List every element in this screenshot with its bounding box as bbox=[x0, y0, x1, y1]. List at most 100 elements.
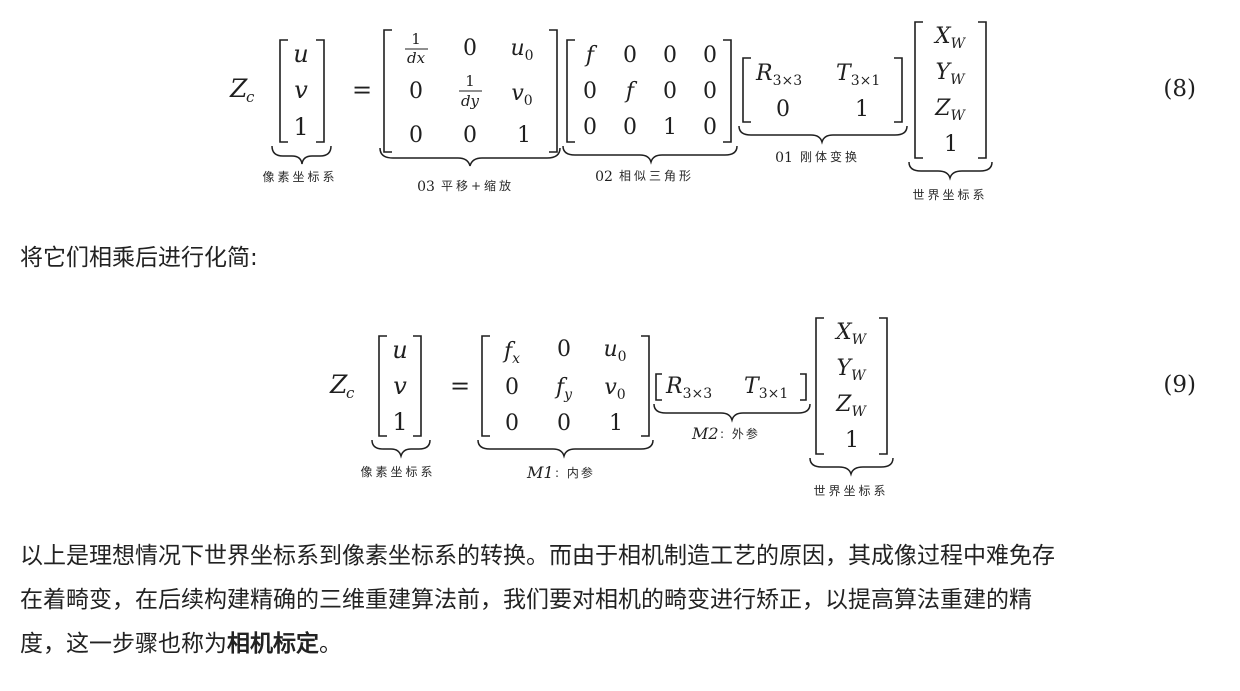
svg-text:YW: YW bbox=[936, 60, 967, 88]
m01-label-text: 刚体变换 bbox=[800, 149, 860, 164]
intro-sentence: 将它们相乘后进行化简: bbox=[20, 245, 258, 271]
m1-r0c1: 0 bbox=[557, 337, 571, 362]
lhs-coefficient: Z bbox=[229, 74, 248, 103]
svg-text:1: 1 bbox=[465, 72, 475, 90]
paragraph-line-2: 在着畸变，在后续构建精确的三维重建算法前，我们要对相机的畸变进行矫正，以提高算法… bbox=[20, 587, 1032, 613]
pixel-label: 像素坐标系 bbox=[360, 465, 435, 479]
paragraph-line-3: 度，这一步骤也称为相机标定。 bbox=[20, 622, 1220, 666]
m03-label-text: 平移+缩放 bbox=[441, 178, 514, 193]
world-label: 世界坐标系 bbox=[912, 188, 987, 202]
m02-r0c3: 0 bbox=[703, 43, 717, 68]
calibration-paragraph: 以上是理想情况下世界坐标系到像素坐标系的转换。而由于相机制造工艺的原因，其成像过… bbox=[20, 534, 1220, 666]
pixel-label: 像素坐标系 bbox=[262, 170, 337, 184]
m02-r1c0: 0 bbox=[583, 79, 597, 104]
svg-text:dy: dy bbox=[461, 92, 480, 110]
m2-label-text: : 外参 bbox=[720, 426, 760, 441]
m02-left-bracket bbox=[566, 39, 575, 143]
equation-9-formula: Z c u v 1 像素坐标系 = fx 0 u0 0 fy v0 0 0 1 … bbox=[329, 317, 1196, 498]
m1-label-text: : 内参 bbox=[555, 465, 595, 480]
svg-text:fx: fx bbox=[502, 339, 520, 367]
pixel-vector-right-bracket bbox=[316, 39, 325, 143]
m03-r1c0: 0 bbox=[409, 79, 423, 104]
equation-number: (8) bbox=[1163, 76, 1196, 102]
m1-r2c2: 1 bbox=[609, 411, 623, 436]
pixel-underbrace bbox=[371, 439, 431, 459]
m02-r2c2: 1 bbox=[663, 115, 677, 140]
m03-right-bracket bbox=[549, 29, 558, 153]
m03-label-num: 03 bbox=[417, 179, 435, 195]
m03-r2c1: 0 bbox=[463, 123, 477, 148]
world-underbrace bbox=[809, 457, 894, 477]
lhs-coefficient: Z bbox=[329, 370, 348, 399]
pixel-one: 1 bbox=[392, 408, 407, 436]
world-one: 1 bbox=[944, 132, 958, 157]
svg-text:u0: u0 bbox=[603, 337, 626, 365]
m02-r1c2: 0 bbox=[663, 79, 677, 104]
m2-underbrace bbox=[653, 403, 811, 423]
m1-r2c0: 0 bbox=[505, 411, 519, 436]
equation-9: Z c u v 1 像素坐标系 = fx 0 u0 0 fy v0 0 0 1 … bbox=[0, 300, 1240, 510]
pixel-one: 1 bbox=[293, 113, 308, 141]
m03-r2c0: 0 bbox=[409, 123, 423, 148]
pixel-underbrace bbox=[271, 145, 332, 165]
m1-label-name: M1 bbox=[526, 463, 554, 482]
m2-left-bracket bbox=[655, 373, 662, 401]
m1-r2c1: 0 bbox=[557, 411, 571, 436]
world-vector-right-bracket bbox=[879, 317, 888, 455]
m01-r1c1: 1 bbox=[855, 97, 869, 122]
m1-underbrace bbox=[477, 439, 654, 459]
m01-r1c0: 0 bbox=[776, 97, 790, 122]
m1-left-bracket bbox=[481, 335, 490, 437]
m02-r1c1: f bbox=[624, 79, 638, 104]
m03-r2c2: 1 bbox=[517, 123, 531, 148]
svg-text:YW: YW bbox=[837, 356, 868, 384]
m02-r1c3: 0 bbox=[703, 79, 717, 104]
m02-r0c0: f bbox=[584, 43, 598, 68]
m02-label-text: 相似三角形 bbox=[619, 169, 694, 183]
m1-right-bracket bbox=[641, 335, 650, 437]
m01-left-bracket bbox=[742, 57, 751, 123]
m01-right-bracket bbox=[894, 57, 903, 123]
lhs-coefficient-sub: c bbox=[246, 88, 255, 106]
svg-text:ZW: ZW bbox=[934, 96, 966, 124]
m2-right-bracket bbox=[800, 373, 807, 401]
m1-r1c0: 0 bbox=[505, 375, 519, 400]
world-vector-left-bracket bbox=[914, 21, 923, 159]
paragraph-line-1: 以上是理想情况下世界坐标系到像素坐标系的转换。而由于相机制造工艺的原因，其成像过… bbox=[20, 543, 1055, 569]
m02-right-bracket bbox=[723, 39, 732, 143]
pixel-u: u bbox=[392, 336, 407, 364]
svg-text:R3×3: R3×3 bbox=[665, 374, 712, 402]
svg-text:1: 1 bbox=[411, 30, 421, 48]
m02-r2c1: 0 bbox=[623, 115, 637, 140]
pixel-u: u bbox=[293, 40, 308, 68]
pixel-vector-left-bracket bbox=[279, 39, 288, 143]
world-vector-left-bracket bbox=[815, 317, 824, 455]
svg-text:R3×3: R3×3 bbox=[755, 61, 802, 89]
paragraph-line-3-prefix: 度，这一步骤也称为 bbox=[20, 631, 227, 657]
m01-underbrace bbox=[738, 125, 908, 145]
m03-r0c1: 0 bbox=[463, 36, 477, 61]
world-vector-right-bracket bbox=[978, 21, 987, 159]
world-underbrace bbox=[908, 161, 993, 181]
m03-left-bracket bbox=[383, 29, 392, 153]
svg-text:v0: v0 bbox=[604, 375, 625, 403]
svg-text:u0: u0 bbox=[510, 36, 533, 64]
m02-r2c0: 0 bbox=[583, 115, 597, 140]
m03-underbrace bbox=[379, 147, 561, 167]
camera-calibration-term: 相机标定 bbox=[227, 631, 319, 657]
svg-text:T3×1: T3×1 bbox=[744, 374, 788, 402]
equation-number: (9) bbox=[1163, 372, 1196, 398]
equals-sign: = bbox=[450, 372, 470, 400]
m02-label-num: 02 bbox=[595, 169, 613, 185]
world-one: 1 bbox=[845, 428, 859, 453]
svg-text:ZW: ZW bbox=[835, 392, 867, 420]
m02-underbrace bbox=[562, 145, 738, 165]
svg-text:XW: XW bbox=[834, 320, 868, 348]
m02-r0c2: 0 bbox=[663, 43, 677, 68]
svg-text:XW: XW bbox=[933, 24, 967, 52]
svg-text:v0: v0 bbox=[511, 81, 532, 109]
svg-text:T3×1: T3×1 bbox=[836, 61, 880, 89]
world-label: 世界坐标系 bbox=[813, 484, 888, 498]
svg-text:dx: dx bbox=[407, 49, 426, 67]
lhs-coefficient-sub: c bbox=[346, 384, 355, 402]
